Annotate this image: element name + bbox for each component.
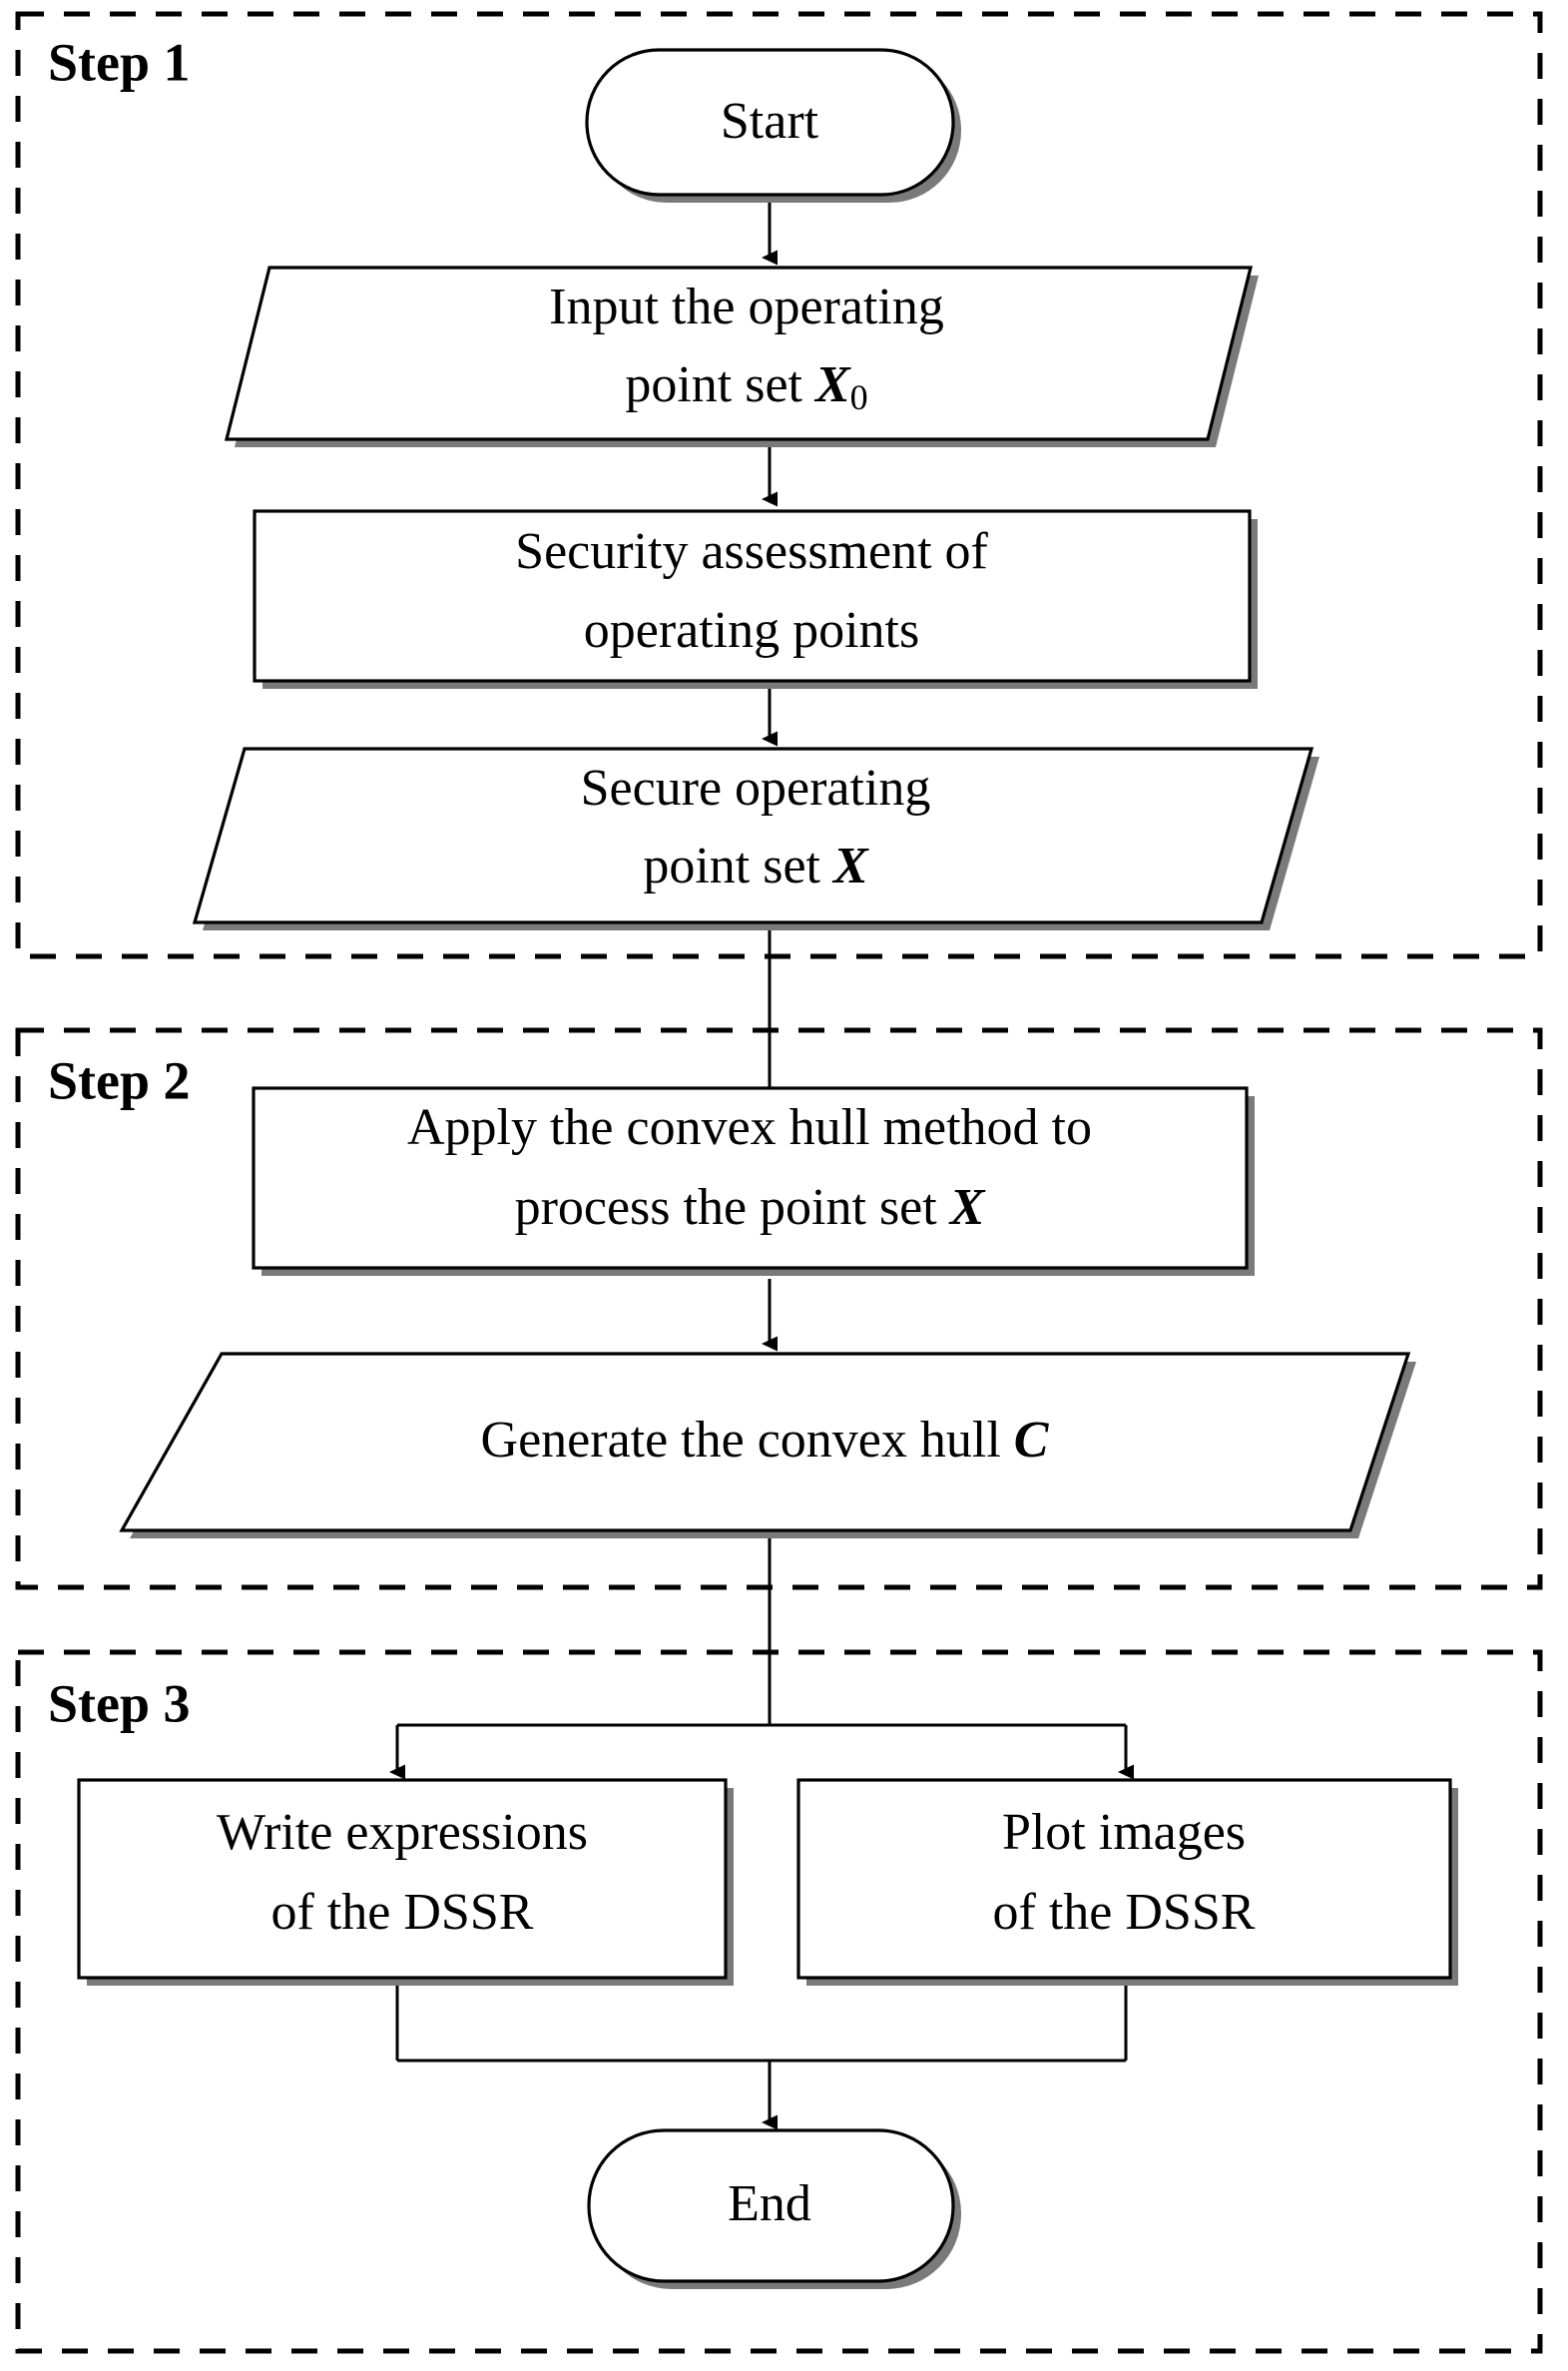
- node-input-points-subscript: 0: [850, 377, 868, 417]
- node-plot-images-line1: Plot images: [1002, 1804, 1246, 1861]
- node-convex-hull-method-line1: Apply the convex hull method to: [407, 1099, 1092, 1156]
- group-box-step3: [15, 1649, 1543, 2354]
- node-start-label: Start: [721, 93, 819, 150]
- node-input-points-symbol: X: [813, 356, 851, 413]
- node-end-label: End: [728, 2175, 811, 2232]
- node-generate-hull-symbol: C: [1014, 1412, 1050, 1469]
- node-convex-hull-method-line2: process the point set X: [515, 1179, 986, 1236]
- node-write-expressions-line2: of the DSSR: [271, 1884, 534, 1941]
- node-security-assessment[interactable]: Security assessment of operating points: [253, 509, 1258, 689]
- node-input-points[interactable]: Input the operating point set X0: [224, 266, 1259, 447]
- node-convex-hull-method-line2-prefix: process the point set: [515, 1179, 950, 1236]
- node-secure-points-line2-prefix: point set: [643, 838, 833, 894]
- node-generate-hull-line1-prefix: Generate the convex hull: [481, 1412, 1014, 1469]
- node-write-expressions-line1: Write expressions: [217, 1804, 588, 1861]
- node-plot-images[interactable]: Plot images of the DSSR: [796, 1778, 1458, 1986]
- node-secure-points-line1: Secure operating: [581, 760, 931, 817]
- step-label-1: Step 1: [48, 32, 191, 92]
- group-box-step2: [15, 1027, 1543, 1590]
- node-secure-points-line2: point set X: [643, 838, 869, 894]
- node-security-assessment-line1: Security assessment of: [515, 523, 988, 580]
- node-start[interactable]: Start: [585, 48, 961, 203]
- node-input-points-line1: Input the operating: [549, 279, 944, 335]
- node-generate-hull-line1: Generate the convex hull C: [481, 1412, 1050, 1469]
- group-box-step1: [15, 11, 1543, 959]
- node-write-expressions[interactable]: Write expressions of the DSSR: [77, 1778, 734, 1986]
- node-plot-images-line2: of the DSSR: [993, 1884, 1256, 1941]
- step-label-2: Step 2: [48, 1050, 191, 1110]
- node-secure-points-symbol: X: [831, 838, 869, 894]
- step-label-3: Step 3: [48, 1673, 191, 1733]
- node-input-points-line2: point set X0: [625, 356, 867, 417]
- node-input-points-line2-prefix: point set: [625, 356, 815, 413]
- node-end[interactable]: End: [587, 2128, 961, 2289]
- node-convex-hull-method[interactable]: Apply the convex hull method to process …: [252, 1086, 1255, 1276]
- node-security-assessment-line2: operating points: [584, 602, 920, 659]
- node-generate-hull[interactable]: Generate the convex hull C: [119, 1352, 1416, 1538]
- node-convex-hull-method-symbol: X: [948, 1179, 986, 1236]
- node-secure-points[interactable]: Secure operating point set X: [192, 747, 1319, 930]
